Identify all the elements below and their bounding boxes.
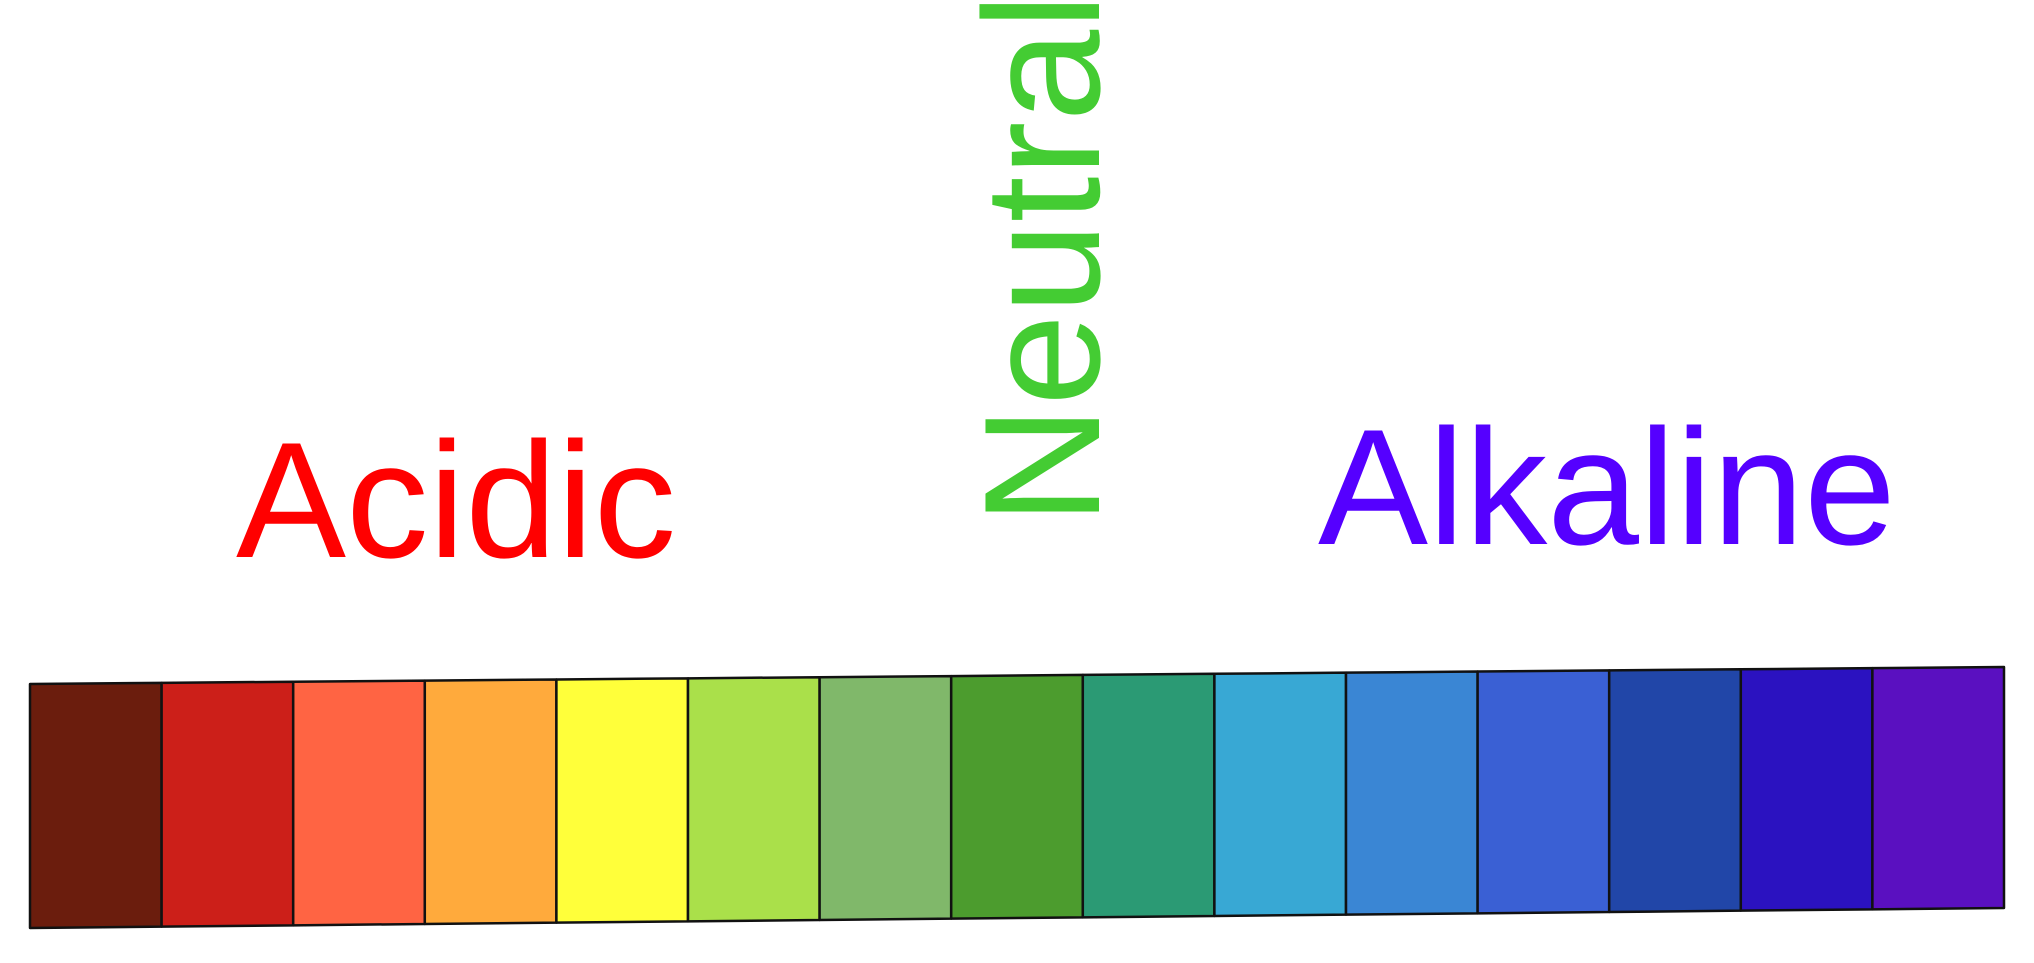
ph-swatch xyxy=(818,674,953,922)
ph-swatch xyxy=(28,681,163,930)
ph-swatch xyxy=(1213,671,1348,918)
ph-swatch xyxy=(423,678,558,926)
ph-swatch xyxy=(1739,666,1874,912)
ph-swatch xyxy=(160,680,295,928)
ph-swatch xyxy=(1081,672,1216,919)
ph-swatch xyxy=(1476,669,1611,915)
ph-swatch xyxy=(1607,668,1743,914)
ph-swatch xyxy=(1344,670,1479,916)
ph-swatch xyxy=(686,675,821,923)
ph-swatch xyxy=(291,679,427,927)
acidic-label: Acidic xyxy=(236,408,677,592)
alkaline-label: Alkaline xyxy=(1318,395,1896,579)
ph-swatch xyxy=(949,673,1085,920)
ph-swatch xyxy=(1871,665,2006,911)
ph-swatch xyxy=(555,677,690,924)
